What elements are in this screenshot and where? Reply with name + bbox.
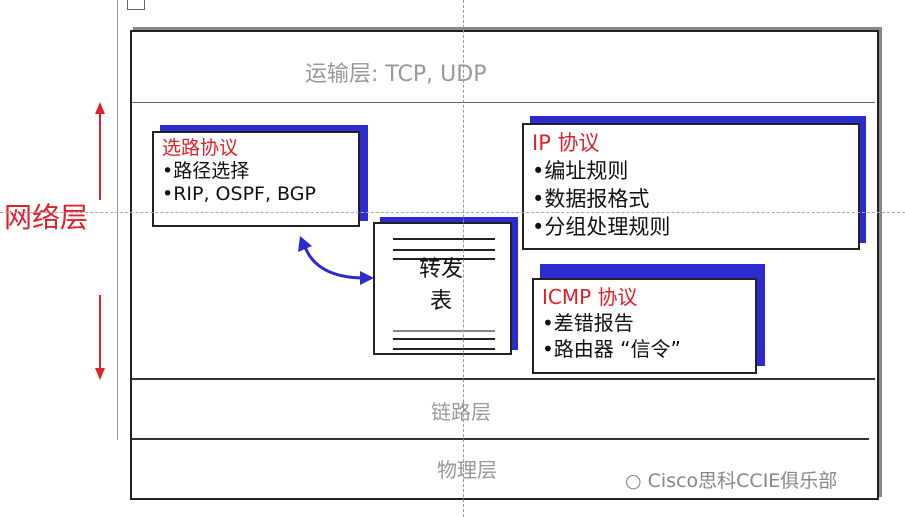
watermark-text: Cisco思科CCIE俱乐部 [647, 470, 838, 492]
icmp-title: ICMP 协议 [542, 285, 638, 309]
layer-frame [130, 30, 879, 500]
ip-item: •编址规则 [532, 159, 629, 183]
arrow-down-icon [95, 295, 105, 380]
left-border-line [117, 0, 118, 440]
routing-item: •路径选择 [162, 160, 250, 182]
ip-item: •分组处理规则 [532, 215, 671, 239]
routing-protocol-box: 选路协议 •路径选择 •RIP, OSPF, BGP [152, 131, 360, 227]
forwarding-table-box: 转发 表 [373, 222, 512, 355]
physical-divider [132, 438, 869, 440]
ip-item: •数据报格式 [532, 187, 650, 211]
routing-item: •RIP, OSPF, BGP [162, 183, 316, 205]
link-layer-label: 链路层 [431, 400, 491, 424]
wechat-icon: ○ [625, 470, 642, 492]
curved-double-arrow-icon [298, 236, 374, 285]
transport-divider [132, 102, 875, 103]
icmp-item: •差错报告 [542, 311, 634, 335]
physical-layer-label: 物理层 [437, 458, 497, 482]
icmp-protocol-box: ICMP 协议 •差错报告 •路由器 “信令” [532, 278, 757, 374]
network-layer-label: 网络层 [4, 201, 89, 234]
icmp-item: •路由器 “信令” [542, 337, 681, 361]
guide-horizontal [0, 212, 905, 213]
top-icon [127, 0, 145, 10]
guide-vertical [463, 0, 464, 517]
forwarding-label-2: 表 [430, 289, 453, 314]
ip-title: IP 协议 [532, 131, 600, 155]
link-divider [132, 378, 875, 380]
transport-layer-label: 运输层: TCP, UDP [305, 62, 487, 87]
routing-title: 选路协议 [162, 137, 239, 159]
network-layer-arrows [95, 102, 105, 380]
watermark: ○ Cisco思科CCIE俱乐部 [625, 466, 837, 493]
arrow-up-icon [95, 102, 105, 200]
ip-protocol-box: IP 协议 •编址规则 •数据报格式 •分组处理规则 [522, 123, 860, 250]
forwarding-label-1: 转发 [419, 257, 464, 282]
